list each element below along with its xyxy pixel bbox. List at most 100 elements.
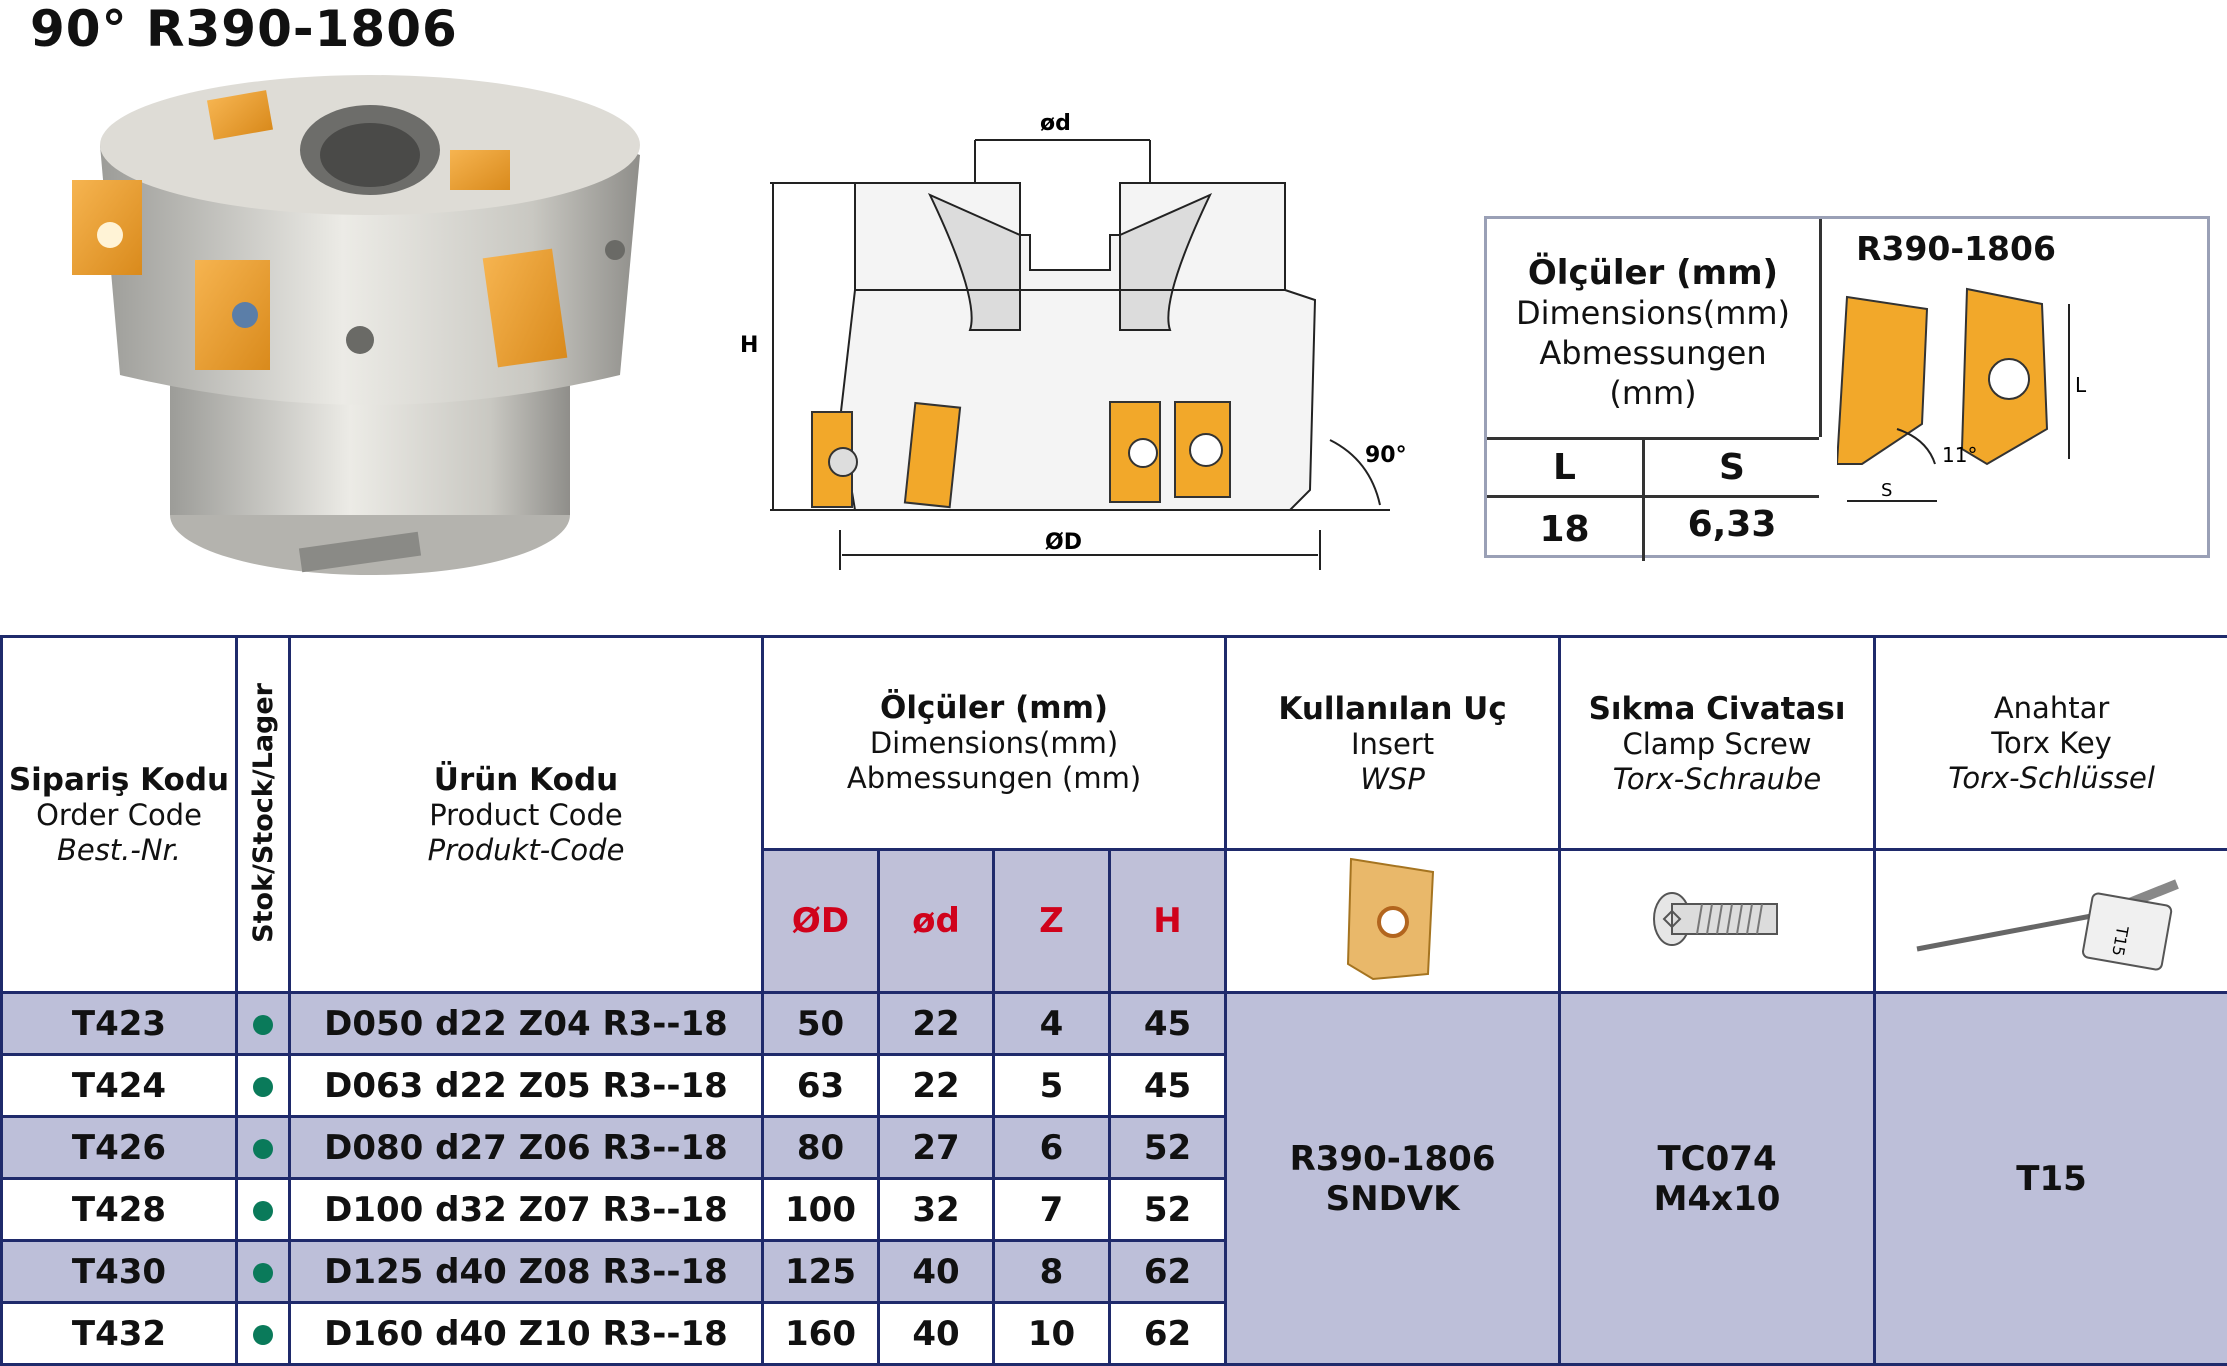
bore-diameter: 32 — [879, 1179, 994, 1241]
teeth-count: 6 — [994, 1117, 1110, 1179]
in-stock-dot-icon — [253, 1139, 273, 1159]
header-insert-tr: Kullanılan Uç — [1227, 691, 1558, 727]
header-dimensions: Ölçüler (mm) Dimensions(mm) Abmessungen … — [763, 637, 1226, 850]
drawing-label-height: H — [740, 333, 758, 358]
screw-image — [1642, 879, 1792, 959]
insert-image — [1333, 854, 1453, 984]
outer-diameter: 50 — [763, 993, 879, 1055]
dims-header-de: Abmessungen — [1487, 333, 1819, 373]
header-order-tr: Sipariş Kodu — [3, 762, 235, 798]
header-product-code: Ürün Kodu Product Code Produkt-Code — [290, 637, 763, 993]
height: 45 — [1110, 1055, 1226, 1117]
stock-indicator — [237, 1303, 290, 1365]
header-dims-tr: Ölçüler (mm) — [764, 690, 1224, 726]
key-image: T15 — [1902, 864, 2202, 974]
insert-value-line1: R390-1806 — [1227, 1139, 1558, 1179]
height: 52 — [1110, 1179, 1226, 1241]
bore-diameter: 40 — [879, 1303, 994, 1365]
drawing-label-bore: ød — [1040, 111, 1071, 136]
header-screw-en: Clamp Screw — [1561, 727, 1873, 762]
key-image-cell: T15 — [1875, 850, 2227, 993]
order-code: T426 — [2, 1117, 237, 1179]
insert-title: R390-1806 — [1821, 229, 2091, 268]
product-code: D160 d40 Z10 R3--18 — [290, 1303, 763, 1365]
stock-indicator — [237, 1055, 290, 1117]
insert-value-line2: SNDVK — [1227, 1179, 1558, 1219]
in-stock-dot-icon — [253, 1015, 273, 1035]
header-key-en: Torx Key — [1876, 726, 2227, 761]
value-L: 18 — [1487, 509, 1642, 550]
order-code: T428 — [2, 1179, 237, 1241]
teeth-count: 4 — [994, 993, 1110, 1055]
key-value: T15 — [1875, 993, 2227, 1365]
dimensions-header: Ölçüler (mm) Dimensions(mm) Abmessungen … — [1487, 219, 1822, 437]
teeth-count: 8 — [994, 1241, 1110, 1303]
height: 45 — [1110, 993, 1226, 1055]
header-screw: Sıkma Civatası Clamp Screw Torx-Schraube — [1560, 637, 1875, 850]
header-insert-en: Insert — [1227, 727, 1558, 762]
product-table: Sipariş Kodu Order Code Best.-Nr. Stok/S… — [0, 635, 2227, 1366]
header-screw-de: Torx-Schraube — [1561, 762, 1873, 796]
height: 62 — [1110, 1241, 1226, 1303]
subheader-outer-diameter: ØD — [763, 850, 879, 993]
header-product-de: Produkt-Code — [291, 833, 761, 867]
header-key-de: Torx-Schlüssel — [1876, 761, 2227, 795]
drawing-label-diameter: ØD — [1045, 530, 1082, 555]
screw-image-cell — [1560, 850, 1875, 993]
subheader-teeth: Z — [994, 850, 1110, 993]
stock-indicator — [237, 1117, 290, 1179]
product-code: D063 d22 Z05 R3--18 — [290, 1055, 763, 1117]
teeth-count: 10 — [994, 1303, 1110, 1365]
header-insert: Kullanılan Uç Insert WSP — [1226, 637, 1560, 850]
technical-drawing: ød H 90° ØD — [730, 100, 1430, 580]
bore-diameter: 22 — [879, 1055, 994, 1117]
product-code: D050 d22 Z04 R3--18 — [290, 993, 763, 1055]
bore-diameter: 27 — [879, 1117, 994, 1179]
insert-label-L: L — [2075, 373, 2087, 397]
dims-header-unit: (mm) — [1487, 373, 1819, 413]
header-key: Anahtar Torx Key Torx-Schlüssel — [1875, 637, 2227, 850]
col-L-header: L — [1487, 447, 1642, 488]
header-dims-de: Abmessungen (mm) — [764, 761, 1224, 796]
col-S-header: S — [1645, 447, 1819, 488]
header-insert-de: WSP — [1227, 762, 1558, 796]
height: 62 — [1110, 1303, 1226, 1365]
product-code: D100 d32 Z07 R3--18 — [290, 1179, 763, 1241]
insert-label-angle: 11° — [1942, 443, 1977, 467]
product-photo — [60, 75, 660, 605]
in-stock-dot-icon — [253, 1263, 273, 1283]
outer-diameter: 160 — [763, 1303, 879, 1365]
subheader-bore-diameter: ød — [879, 850, 994, 993]
dims-header-en: Dimensions(mm) — [1487, 293, 1819, 333]
divider — [1487, 437, 1819, 440]
header-order-code: Sipariş Kodu Order Code Best.-Nr. — [2, 637, 237, 993]
bore-diameter: 22 — [879, 993, 994, 1055]
header-stock: Stok/Stock/Lager — [237, 637, 290, 993]
teeth-count: 5 — [994, 1055, 1110, 1117]
outer-diameter: 80 — [763, 1117, 879, 1179]
key-value-text: T15 — [1876, 1159, 2227, 1199]
value-S: 6,33 — [1645, 504, 1819, 545]
stock-indicator — [237, 993, 290, 1055]
outer-diameter: 125 — [763, 1241, 879, 1303]
insert-image-cell — [1226, 850, 1560, 993]
in-stock-dot-icon — [253, 1201, 273, 1221]
screw-value-line2: M4x10 — [1561, 1179, 1873, 1219]
header-order-de: Best.-Nr. — [3, 833, 235, 867]
insert-diagram: L S 11° — [1837, 279, 2207, 549]
outer-diameter: 100 — [763, 1179, 879, 1241]
height: 52 — [1110, 1117, 1226, 1179]
in-stock-dot-icon — [253, 1325, 273, 1345]
header-order-en: Order Code — [3, 798, 235, 833]
outer-diameter: 63 — [763, 1055, 879, 1117]
screw-value-line1: TC074 — [1561, 1139, 1873, 1179]
stock-indicator — [237, 1179, 290, 1241]
product-code: D080 d27 Z06 R3--18 — [290, 1117, 763, 1179]
insert-label-S: S — [1881, 480, 1892, 501]
bore-diameter: 40 — [879, 1241, 994, 1303]
dims-header-tr: Ölçüler (mm) — [1487, 253, 1819, 293]
product-code: D125 d40 Z08 R3--18 — [290, 1241, 763, 1303]
header-product-tr: Ürün Kodu — [291, 762, 761, 798]
